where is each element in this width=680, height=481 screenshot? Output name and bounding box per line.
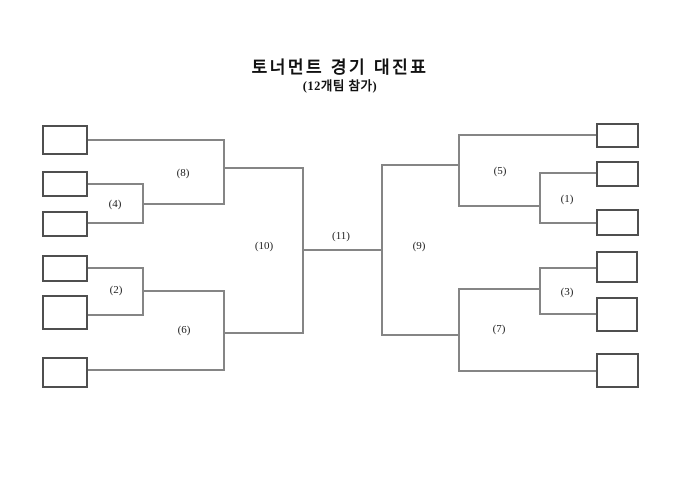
line-m6-to-m10: [224, 332, 303, 334]
line-left5-to-m2: [88, 314, 143, 316]
line-m8-vertical: [223, 139, 225, 205]
team-box-right-3: [596, 209, 639, 236]
line-left1-to-m8: [88, 139, 224, 141]
line-m1-to-m5: [459, 205, 540, 207]
match-8-label: (8): [175, 167, 191, 179]
team-box-right-2: [596, 161, 639, 187]
match-4-label: (4): [107, 198, 123, 210]
line-right5-to-m3: [540, 313, 596, 315]
match-6-label: (6): [176, 324, 192, 336]
team-box-left-2: [42, 171, 88, 197]
line-left4-to-m2: [88, 267, 143, 269]
team-box-left-4: [42, 255, 88, 282]
team-box-left-6: [42, 357, 88, 388]
match-3-label: (3): [559, 286, 575, 298]
line-m4-to-m8: [143, 203, 224, 205]
line-left2-to-m4: [88, 183, 143, 185]
line-right1-to-m5: [459, 134, 596, 136]
match-11-label: (11): [331, 230, 351, 242]
team-box-right-6: [596, 353, 639, 388]
match-7-label: (7): [491, 323, 507, 335]
page-subtitle: (12개팀 참가): [302, 79, 378, 93]
team-box-right-4: [596, 251, 638, 283]
team-box-right-5: [596, 297, 638, 332]
page-title: 토너먼트 경기 대진표: [251, 58, 429, 77]
match-10-label: (10): [253, 240, 275, 252]
line-right6-to-m7: [459, 370, 596, 372]
line-m11-final: [303, 249, 382, 251]
line-right2-to-m1: [540, 172, 596, 174]
line-right3-to-m1: [540, 222, 596, 224]
line-m7-vertical: [458, 288, 460, 372]
line-m2-to-m6: [143, 290, 224, 292]
match-2-label: (2): [108, 284, 124, 296]
line-right4-to-m3: [540, 267, 596, 269]
line-left3-to-m4: [88, 222, 143, 224]
line-m6-vertical: [223, 290, 225, 371]
line-left6-to-m6: [88, 369, 224, 371]
team-box-left-1: [42, 125, 88, 155]
team-box-left-3: [42, 211, 88, 237]
match-5-label: (5): [492, 165, 508, 177]
team-box-right-1: [596, 123, 639, 148]
line-m5-vertical: [458, 134, 460, 207]
match-1-label: (1): [559, 193, 575, 205]
match-9-label: (9): [411, 240, 427, 252]
line-m1-vertical: [539, 172, 541, 224]
line-m9-vertical: [381, 164, 383, 336]
line-m3-vertical: [539, 267, 541, 315]
line-m7-to-m9: [382, 334, 459, 336]
line-m5-to-m9: [382, 164, 459, 166]
line-m8-to-m10: [224, 167, 303, 169]
team-box-left-5: [42, 295, 88, 330]
line-m3-to-m7: [459, 288, 540, 290]
